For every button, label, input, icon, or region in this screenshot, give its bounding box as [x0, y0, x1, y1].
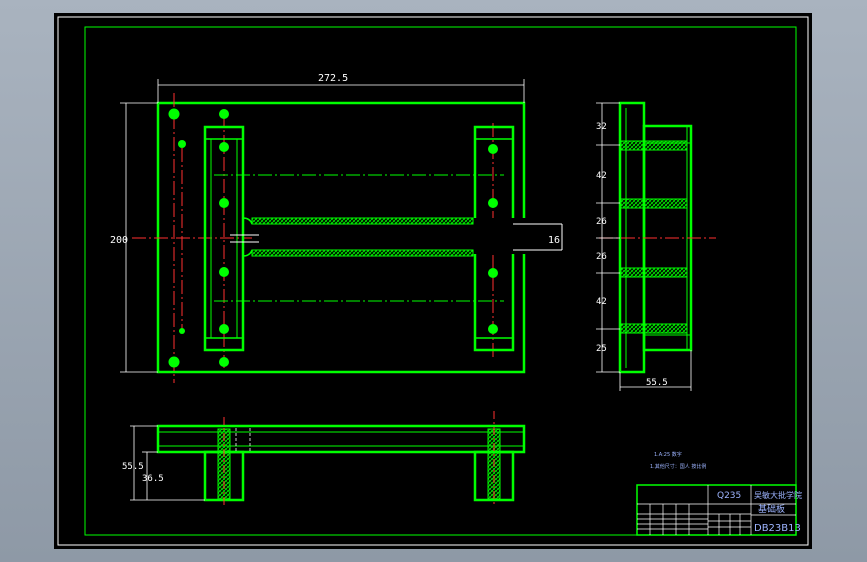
front-hatched-bolts — [217, 428, 501, 500]
hole — [219, 198, 229, 208]
dim-height-label: 200 — [110, 235, 128, 246]
hole — [219, 357, 229, 367]
material-label: Q235 — [717, 491, 741, 501]
side-view: 32 42 26 26 42 25 55.5 — [596, 101, 716, 391]
note-line-1: 1.A:25 数字 — [654, 451, 682, 458]
tech-notes: 1.A:25 数字 1.其他尺寸：国人 按比例 — [650, 451, 706, 470]
part-name: 基础板 — [758, 503, 785, 515]
dim-side-width: 55.5 — [646, 378, 668, 388]
outer-border — [57, 16, 809, 546]
dim-side-5: 42 — [596, 297, 607, 307]
top-view: 272.5 200 16 — [110, 73, 564, 383]
hole — [178, 140, 186, 148]
top-view-dimensions — [120, 79, 525, 373]
left-rail — [203, 125, 245, 352]
dim-handle-label: 16 — [548, 235, 560, 246]
title-block: Q235 吴敏大批学院 基础板 DB23B13 — [636, 484, 802, 536]
side-hatched-bolts — [620, 140, 688, 334]
dim-width-label: 272.5 — [318, 73, 348, 84]
note-line-2: 1.其他尺寸：国人 按比例 — [650, 463, 706, 470]
cad-viewport[interactable]: 272.5 200 16 32 — [54, 13, 812, 549]
hole — [219, 142, 229, 152]
side-view-dimensions — [596, 102, 692, 391]
dim-side-4: 26 — [596, 252, 607, 262]
hole — [168, 356, 180, 368]
hole — [488, 324, 498, 334]
front-view: 55.5 36.5 — [122, 411, 526, 505]
front-view-dimensions — [130, 425, 205, 501]
dim-front-foot: 36.5 — [142, 474, 164, 484]
drawing-number: DB23B13 — [754, 523, 801, 534]
dim-front-height: 55.5 — [122, 462, 144, 472]
hole — [168, 108, 180, 120]
front-plate — [156, 424, 526, 454]
inner-border — [84, 26, 797, 536]
dim-side-2: 42 — [596, 171, 607, 181]
hole — [488, 198, 498, 208]
dim-side-6: 25 — [596, 344, 607, 354]
dim-side-3: 26 — [596, 217, 607, 227]
drawing-canvas: 272.5 200 16 32 — [57, 16, 809, 546]
hole — [219, 267, 229, 277]
hole — [488, 268, 498, 278]
mounting-holes — [168, 108, 498, 368]
hole — [219, 109, 229, 119]
hole — [219, 324, 229, 334]
handle-bar — [230, 217, 564, 257]
hole — [179, 328, 185, 334]
hole — [488, 144, 498, 154]
school-name: 吴敏大批学院 — [754, 490, 802, 500]
dim-side-1: 32 — [596, 122, 607, 132]
